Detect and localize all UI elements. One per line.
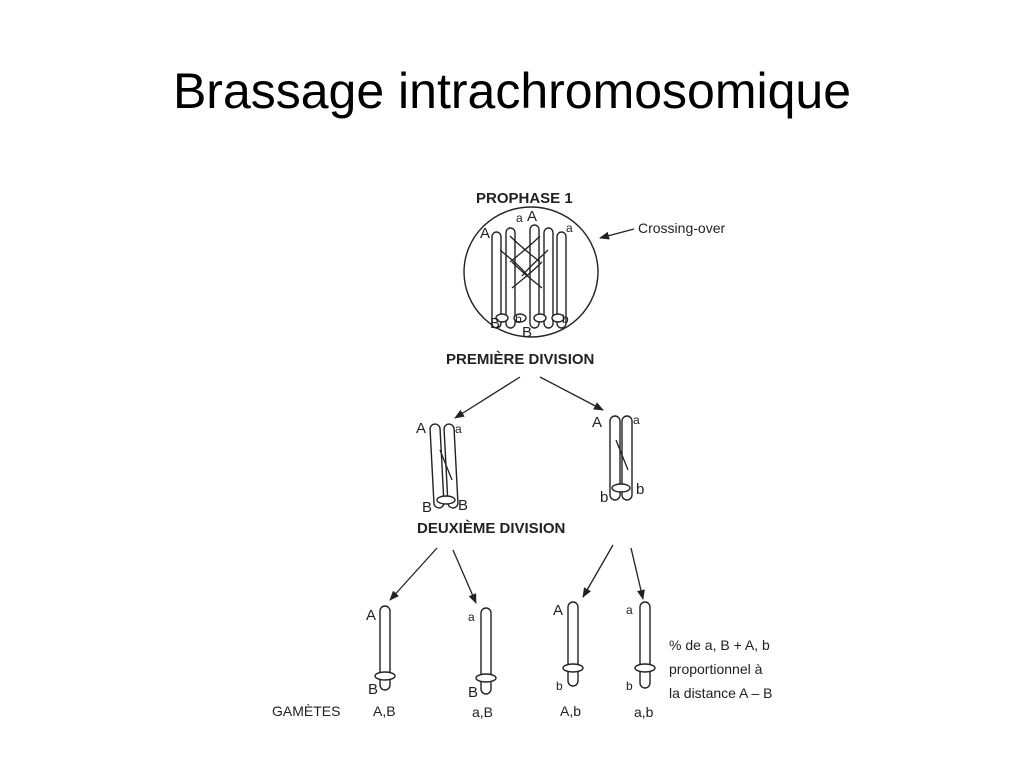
allele-label: b <box>600 489 608 506</box>
allele-label: b <box>556 679 563 693</box>
allele-label: A <box>527 208 537 225</box>
allele-label: a <box>516 211 523 225</box>
allele-label: A <box>416 420 426 437</box>
allele-label: A <box>366 607 376 624</box>
allele-label: B <box>490 315 500 332</box>
division-arrow-left <box>454 376 521 419</box>
chromatid <box>639 601 651 689</box>
prophase-chromatid-1 <box>491 231 502 329</box>
gamete-1: A B <box>366 605 396 698</box>
centromere <box>436 495 456 505</box>
prophase-chromatid-5 <box>556 231 567 329</box>
centromere <box>551 313 565 323</box>
gamete-genotype: a,b <box>634 704 654 720</box>
first-division-label: PREMIÈRE DIVISION <box>446 351 594 368</box>
division1-left-chromosome: A a B B <box>416 420 468 516</box>
division-arrow <box>389 547 438 601</box>
chromatid <box>429 423 445 509</box>
note-line: la distance A – B <box>669 685 773 701</box>
allele-label: b <box>515 312 522 326</box>
prophase-chromatid-2 <box>505 227 516 329</box>
centromere <box>533 313 547 323</box>
centromere <box>634 663 656 673</box>
gametes-label: GAMÈTES <box>272 703 340 719</box>
division1-right-chromosome: A a b b <box>592 413 644 506</box>
prophase-cell: A a A a B b B b <box>463 206 599 341</box>
allele-label: A <box>553 602 563 619</box>
cell-membrane <box>463 206 599 338</box>
prophase-chromatid-4 <box>543 227 554 329</box>
allele-label: B <box>422 499 432 516</box>
allele-label: B <box>458 497 468 514</box>
gamete-genotype: A,B <box>373 703 396 719</box>
chromatid <box>379 605 391 691</box>
allele-label: a <box>566 221 573 235</box>
crossing-over-arrow <box>599 228 635 240</box>
division-arrow-right <box>539 376 604 411</box>
gamete-4: a b <box>626 601 656 693</box>
allele-label: b <box>636 481 644 498</box>
allele-label: a <box>626 603 633 617</box>
crossing-over-label: Crossing-over <box>638 220 725 236</box>
centromere <box>562 663 584 673</box>
chromatid <box>480 607 492 695</box>
chromatid <box>621 415 633 501</box>
allele-label: A <box>480 225 490 242</box>
recombinant-segment <box>615 439 629 471</box>
prophase-label: PROPHASE 1 <box>476 190 573 207</box>
note-line: % de a, B + A, b <box>669 637 770 653</box>
gamete-2: a B <box>468 607 497 701</box>
centromere <box>513 313 527 323</box>
division-arrow <box>452 549 477 604</box>
gamete-genotype: A,b <box>560 703 581 719</box>
second-division-label: DEUXIÈME DIVISION <box>417 520 565 537</box>
chromatid <box>609 415 621 501</box>
centromere <box>475 673 497 683</box>
allele-label: B <box>522 324 532 341</box>
centromere <box>374 671 396 681</box>
chiasma-outer <box>499 249 549 277</box>
gamete-3: A b <box>553 601 584 693</box>
allele-label: A <box>592 414 602 431</box>
allele-label: a <box>633 413 640 427</box>
allele-label: B <box>368 681 378 698</box>
allele-label: a <box>455 422 462 436</box>
recombinant-segment <box>439 449 453 481</box>
note-line: proportionnel à <box>669 661 763 677</box>
gamete-genotype: a,B <box>472 704 493 720</box>
allele-label: b <box>562 312 569 326</box>
centromere <box>495 313 509 323</box>
division-arrow <box>630 547 645 600</box>
centromere <box>611 483 631 493</box>
division-arrow <box>582 544 614 598</box>
slide-title: Brassage intrachromosomique <box>172 63 852 119</box>
allele-label: a <box>468 610 475 624</box>
allele-label: b <box>626 679 633 693</box>
chromatid <box>567 601 579 687</box>
allele-label: B <box>468 684 478 701</box>
prophase-chromatid-3 <box>529 224 540 329</box>
